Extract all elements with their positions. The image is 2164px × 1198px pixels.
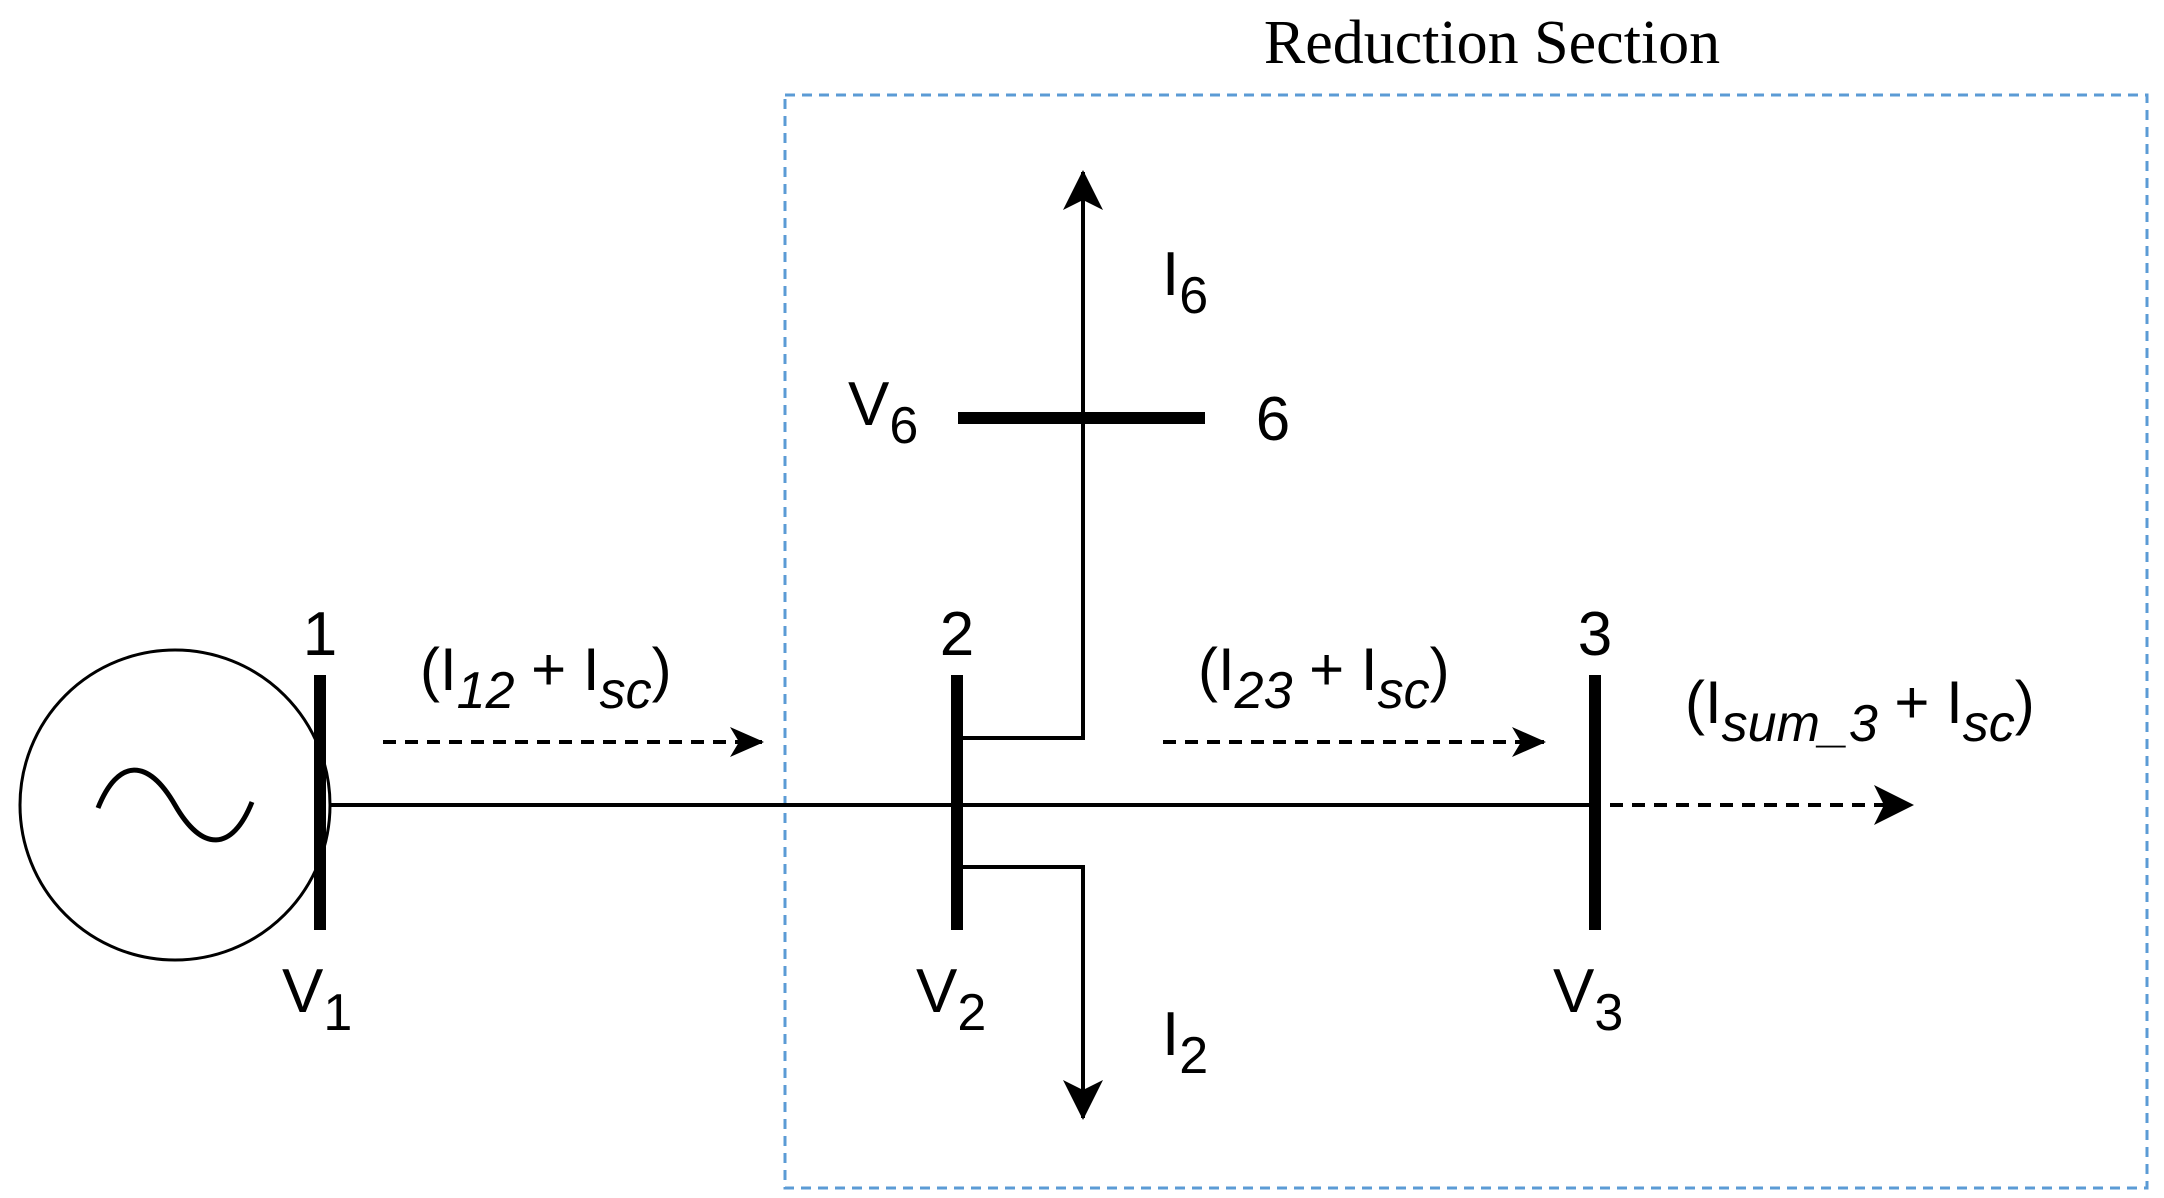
reduction-section-title: Reduction Section xyxy=(1264,9,1720,77)
bus-2-number: 2 xyxy=(940,600,974,669)
bus-2-voltage: V2 xyxy=(916,957,986,1042)
branch-bus2-load xyxy=(957,865,1103,1120)
bus-3-voltage: V3 xyxy=(1553,957,1623,1042)
bus-1-voltage: V1 xyxy=(282,957,352,1042)
flow-label-12: (I12 + Isc) xyxy=(420,636,672,720)
ac-source-icon xyxy=(18,648,332,962)
bus-3-number: 3 xyxy=(1578,600,1612,669)
flow-label-23: (I23 + Isc) xyxy=(1198,636,1450,720)
bus-6-voltage: V6 xyxy=(848,370,918,455)
reduction-section-box xyxy=(783,93,2149,1190)
load-current-i2: I2 xyxy=(1162,1000,1208,1085)
bus-1-number: 1 xyxy=(303,600,337,669)
flow-label-sum3: (Isum_3 + Isc) xyxy=(1685,669,2035,753)
bus-6-number: 6 xyxy=(1256,385,1290,454)
branch-bus2-to-bus6 xyxy=(957,170,1103,740)
load-current-i6: I6 xyxy=(1162,240,1208,325)
